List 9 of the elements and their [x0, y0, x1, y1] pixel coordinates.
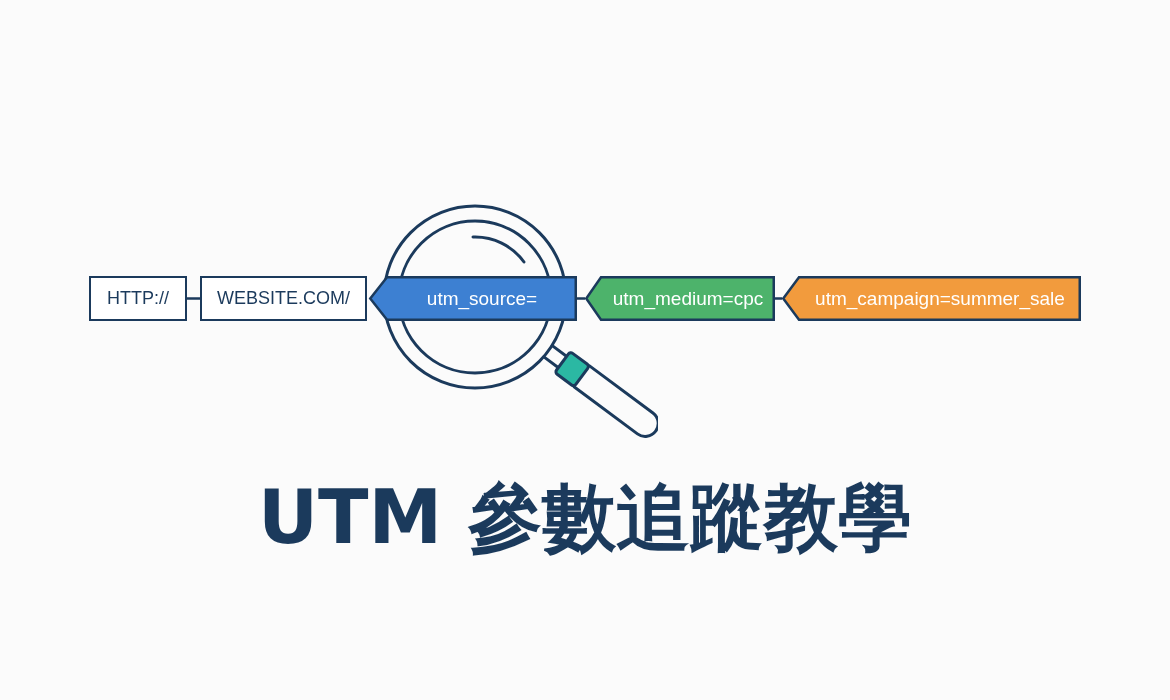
connector-line	[187, 297, 200, 300]
parameter-tag: utm_medium=cpc	[585, 276, 775, 321]
parameter-tag: utm_campaign=summer_sale	[782, 276, 1081, 321]
title: UTM 參數追蹤教學	[258, 474, 912, 560]
connector-line	[577, 297, 585, 300]
parameter-tag: utm_source=	[369, 276, 577, 321]
connector-line	[775, 297, 782, 300]
url-box: HTTP://	[89, 276, 187, 321]
url-box: WEBSITE.COM/	[200, 276, 367, 321]
